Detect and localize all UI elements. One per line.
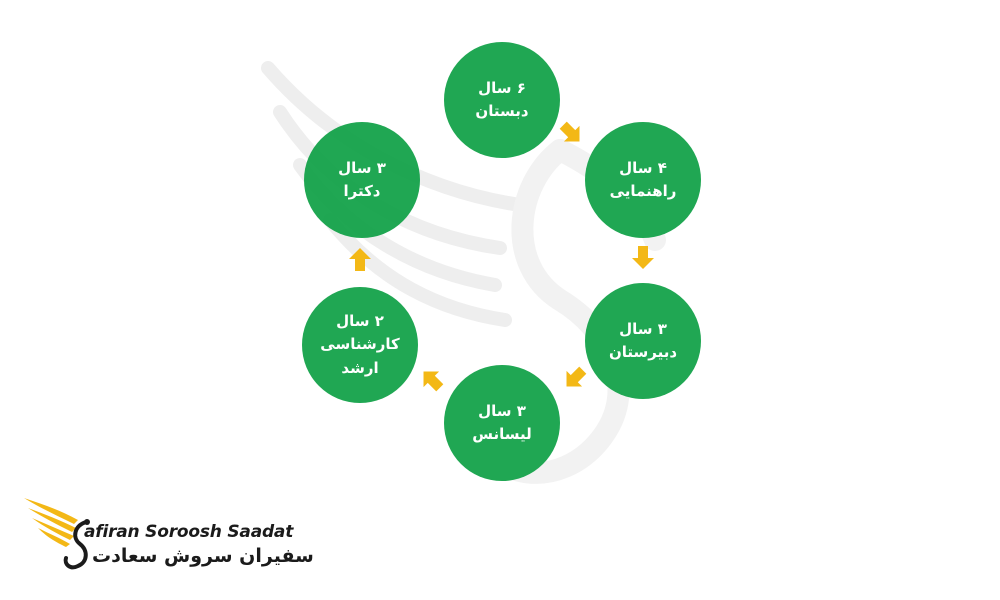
stage-label-line1: کارشناسی xyxy=(320,335,400,354)
stage-duration: ۲ سال xyxy=(336,312,384,331)
stage-master-node: ۲ سال کارشناسی ارشد xyxy=(302,287,418,403)
logo-name-persian: سفیران سروش سعادت xyxy=(92,545,314,567)
stage-duration: ۳ سال xyxy=(478,401,526,420)
stage-bachelor-node: ۳ سال لیسانس xyxy=(444,365,560,481)
logo-name-english: afiran Soroosh Saadat xyxy=(84,522,294,542)
stage-duration: ۴ سال xyxy=(619,158,667,177)
stage-middle-node: ۴ سال راهنمایی xyxy=(585,122,701,238)
stage-label: دکترا xyxy=(343,182,381,200)
stage-elementary-node: ۶ سال دبستان xyxy=(444,42,560,158)
winged-s-logo-icon xyxy=(24,498,90,570)
company-logo: afiran Soroosh Saadat سفیران سروش سعادت xyxy=(20,492,314,582)
stage-high-node: ۳ سال دبیرستان xyxy=(585,283,701,399)
stage-label: راهنمایی xyxy=(609,182,677,200)
stage-duration: ۳ سال xyxy=(338,158,386,177)
stage-label: لیسانس xyxy=(472,425,532,443)
stage-duration: ۶ سال xyxy=(478,78,526,97)
stage-phd-node: ۳ سال دکترا xyxy=(304,122,420,238)
stage-label: دبیرستان xyxy=(608,343,678,361)
stage-duration: ۳ سال xyxy=(619,319,667,338)
stage-label: دبستان xyxy=(475,102,529,120)
stage-label-line2: ارشد xyxy=(341,358,379,377)
